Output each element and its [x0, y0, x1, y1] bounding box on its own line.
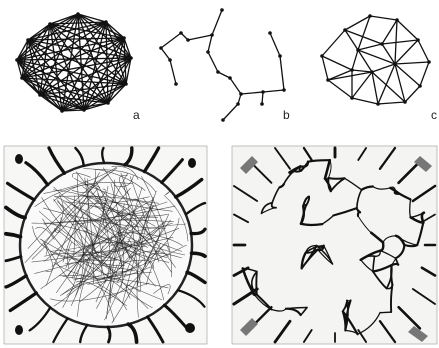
graph-node [236, 102, 240, 106]
graph-node [368, 14, 372, 18]
graph-node [26, 38, 30, 42]
graph-node [206, 50, 210, 54]
graph-node [282, 88, 286, 92]
graph-node [106, 101, 110, 105]
graph-node [278, 54, 282, 58]
food-source-dot [188, 158, 196, 168]
panel-e-organism-network-photo [232, 146, 437, 344]
network-tube [301, 224, 322, 225]
graph-node [393, 62, 397, 66]
food-source-dot [15, 325, 23, 335]
graph-node [261, 90, 265, 94]
panel-a-label: a [133, 108, 140, 122]
graph-node [416, 38, 420, 42]
graph-node [82, 108, 86, 112]
graph-node [350, 96, 354, 100]
graph-node [122, 36, 126, 40]
graph-node [220, 8, 224, 12]
graph-node [159, 46, 163, 50]
graph-node [179, 31, 183, 35]
graph-node [186, 38, 190, 42]
graph-node [260, 102, 264, 106]
graph-node [104, 20, 108, 24]
graph-node [395, 18, 399, 22]
graph-node [418, 84, 422, 88]
food-source-dot [185, 323, 195, 333]
graph-node [221, 118, 225, 122]
graph-node [76, 12, 80, 16]
graph-node [129, 56, 133, 60]
graph-node [356, 48, 360, 52]
graph-node [343, 28, 347, 32]
graph-node [20, 76, 24, 80]
network-tube [328, 178, 344, 179]
graph-node [403, 100, 407, 104]
network-tube [380, 312, 391, 313]
graph-node [216, 70, 220, 74]
graph-node [60, 109, 64, 113]
graph-node [210, 33, 214, 37]
panel-d-organism-network-photo [4, 146, 207, 344]
graph-node [15, 58, 19, 62]
graph-node [320, 54, 324, 58]
graph-node [48, 22, 52, 26]
graph-node [168, 58, 172, 62]
network-tube [391, 265, 392, 285]
graph-node [228, 76, 232, 80]
panel-c-label: c [431, 108, 437, 122]
graph-node [239, 92, 243, 96]
food-source-dot [15, 154, 23, 164]
graph-node [38, 93, 42, 97]
graph-node [124, 82, 128, 86]
graph-node [350, 68, 354, 72]
graph-node [376, 102, 380, 106]
graph-node [174, 82, 178, 86]
graph-node [370, 70, 374, 74]
graph-node [380, 42, 384, 46]
graph-node [326, 78, 330, 82]
graph-node [427, 60, 431, 64]
graph-node [268, 31, 272, 35]
panel-b-label: b [283, 108, 290, 122]
